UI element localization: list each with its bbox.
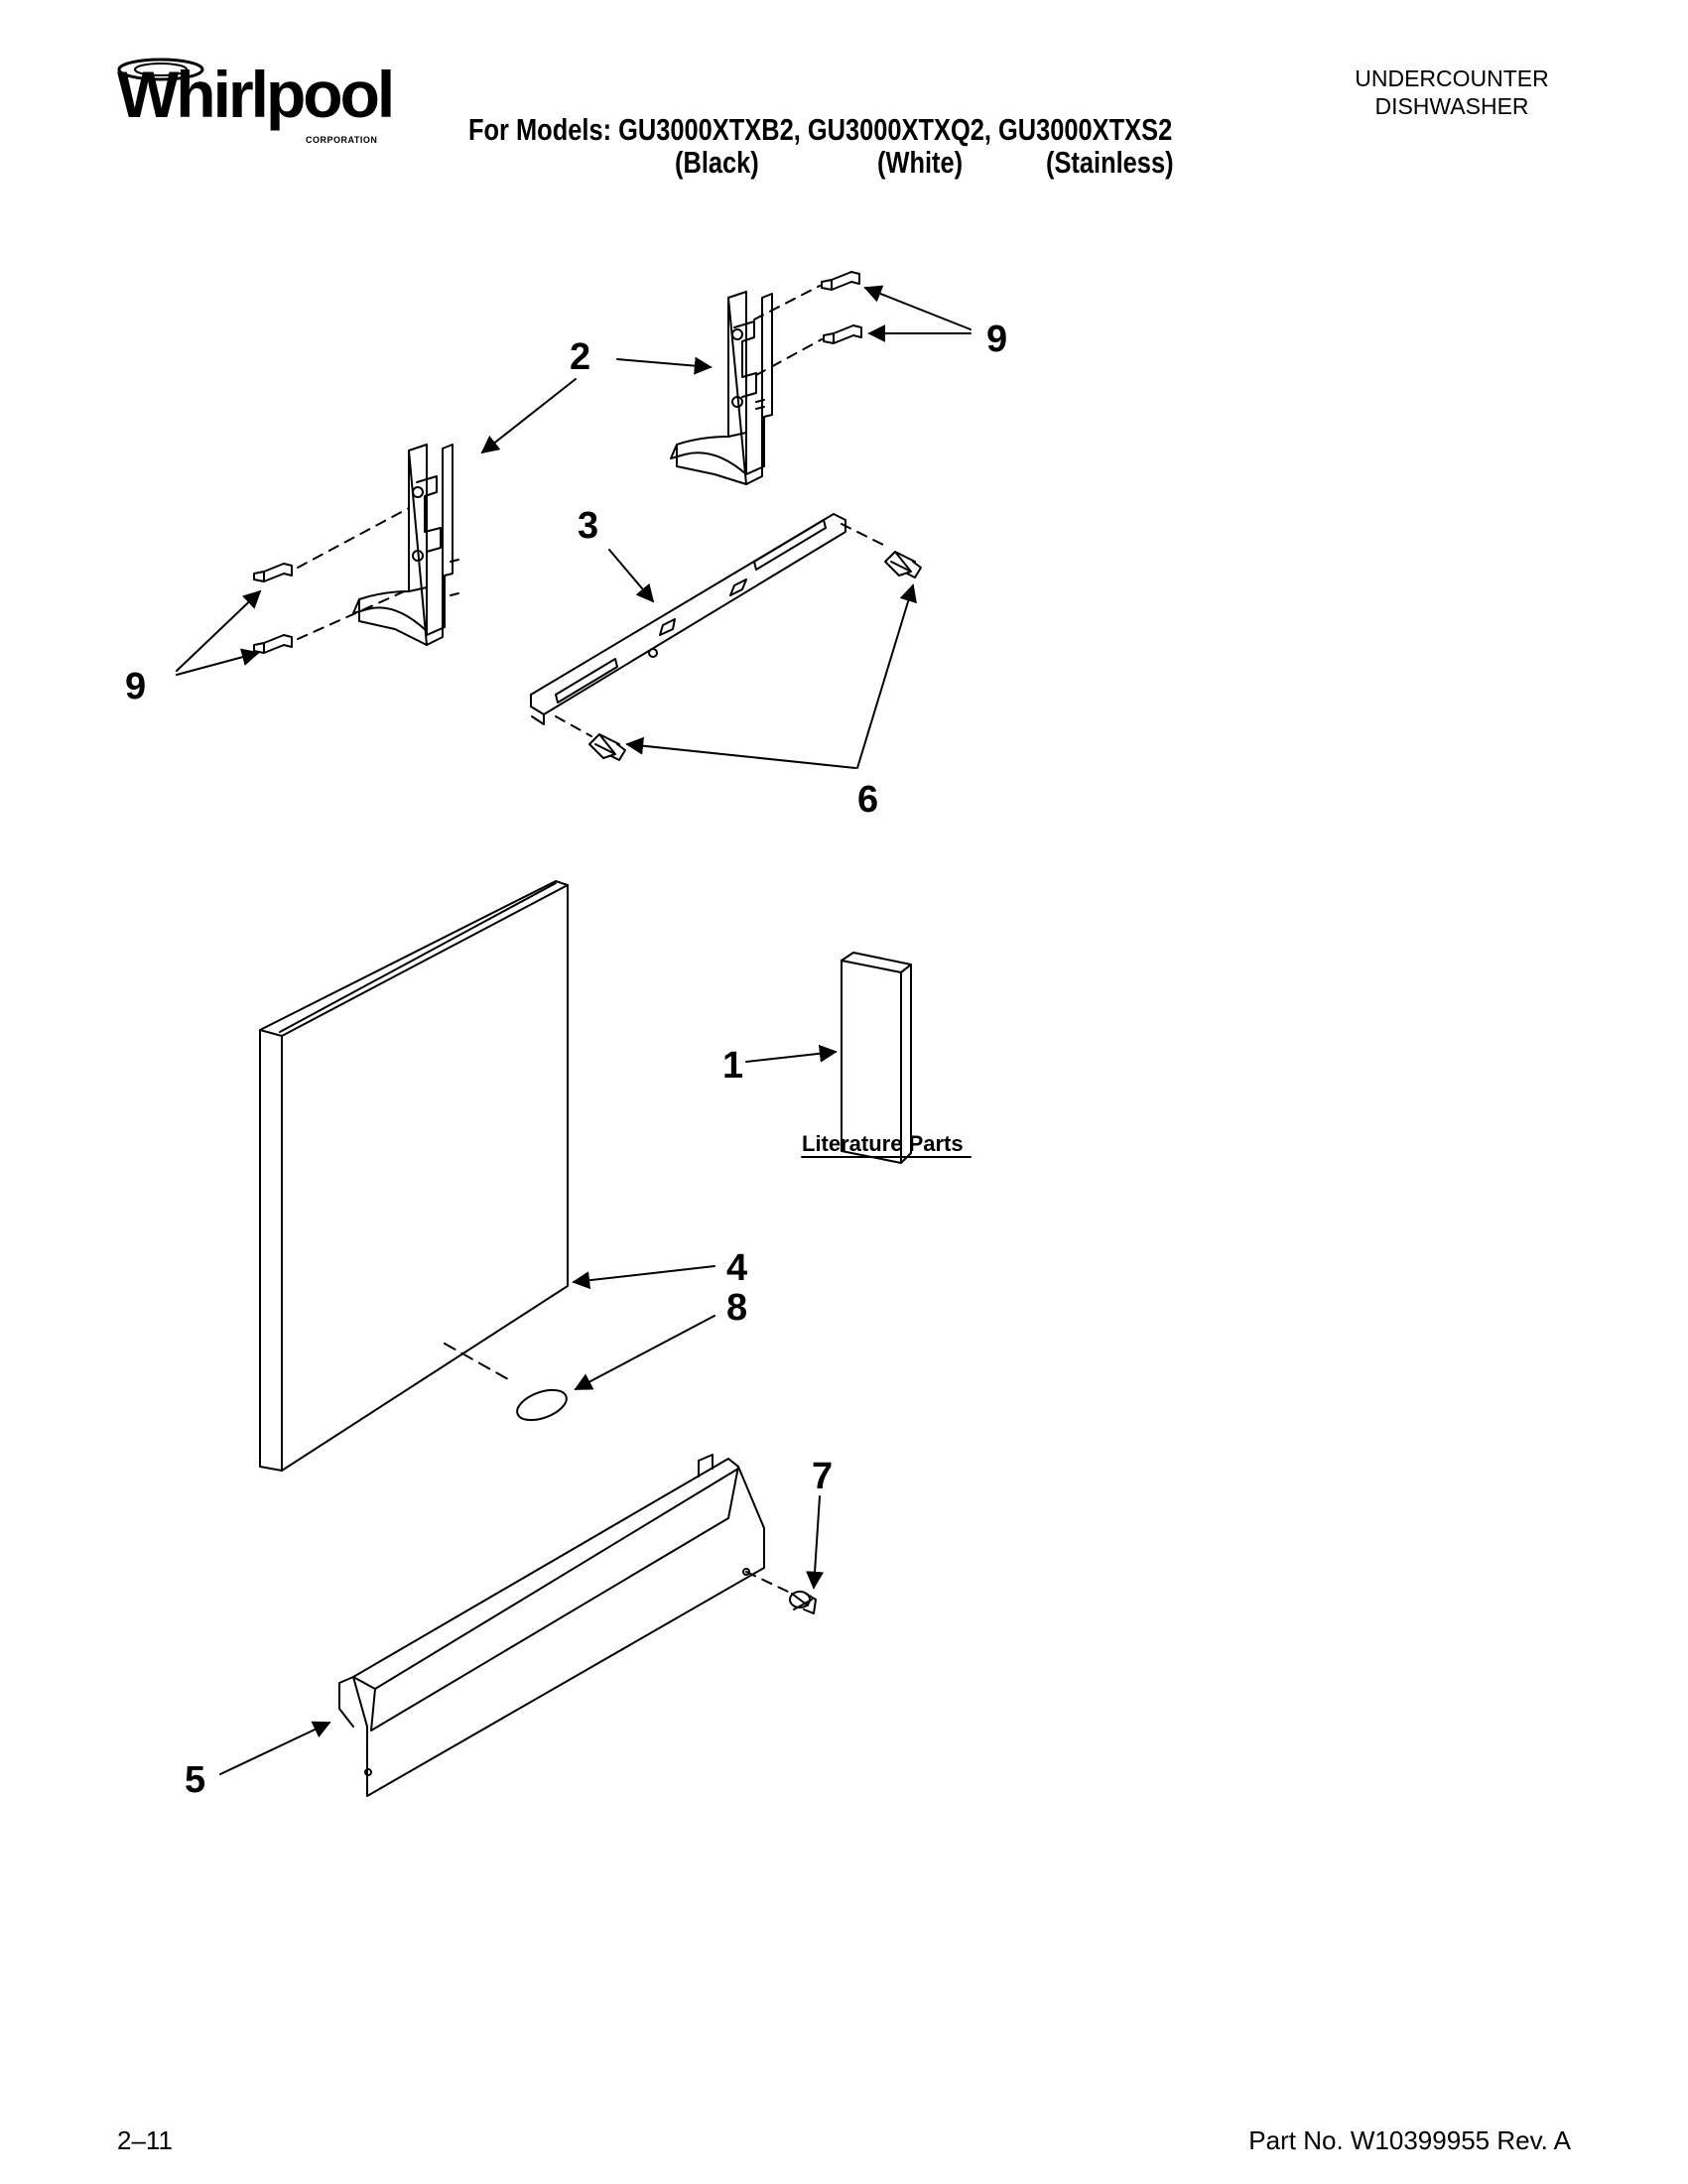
- logo-swoosh: [117, 58, 204, 81]
- toe-kick-panel: [338, 1454, 765, 1797]
- callout-5: 5: [185, 1759, 205, 1801]
- callout-7: 7: [812, 1456, 833, 1497]
- callout-1: 1: [722, 1045, 743, 1087]
- literature-parts-label: Literature Parts: [802, 1131, 964, 1156]
- variant-stainless: (Stainless): [1046, 145, 1174, 180]
- callout-9-upper: 9: [986, 319, 1007, 360]
- plug-hole: [444, 1343, 568, 1422]
- category-line-1: UNDERCOUNTER: [1355, 65, 1549, 91]
- door-panel: [259, 880, 569, 1472]
- callout-4: 4: [726, 1247, 747, 1289]
- page-number: 2–11: [117, 2125, 173, 2155]
- hinge-bracket-upper-right: [670, 291, 773, 485]
- callout-6: 6: [857, 779, 878, 821]
- callout-2: 2: [570, 336, 590, 378]
- callout-8: 8: [726, 1287, 747, 1329]
- screw-9-upper-1: [753, 271, 860, 321]
- callout-arrows: [176, 285, 972, 1775]
- part-number: Part No. W10399955 Rev. A: [1248, 2125, 1571, 2155]
- callout-9-left: 9: [125, 666, 146, 707]
- screw-9-left-1: [253, 507, 410, 582]
- brand-logo: Whirlpool: [117, 58, 395, 131]
- brand-logo-subtext: CORPORATION: [306, 135, 378, 145]
- variant-white: (White): [877, 145, 964, 180]
- screw-9-left-2: [253, 588, 410, 654]
- screw-7: [745, 1571, 817, 1614]
- mounting-rail: [530, 513, 846, 725]
- models-line: For Models: GU3000XTXB2, GU3000XTXQ2, GU…: [468, 112, 1173, 147]
- screw-9-upper-2: [755, 324, 862, 376]
- variant-black: (Black): [675, 145, 759, 180]
- callout-3: 3: [578, 505, 598, 547]
- hinge-bracket-left: [352, 444, 459, 646]
- category-line-2: DISHWASHER: [1374, 93, 1529, 119]
- screw-6-right: [841, 523, 922, 578]
- screw-6-left: [555, 715, 626, 761]
